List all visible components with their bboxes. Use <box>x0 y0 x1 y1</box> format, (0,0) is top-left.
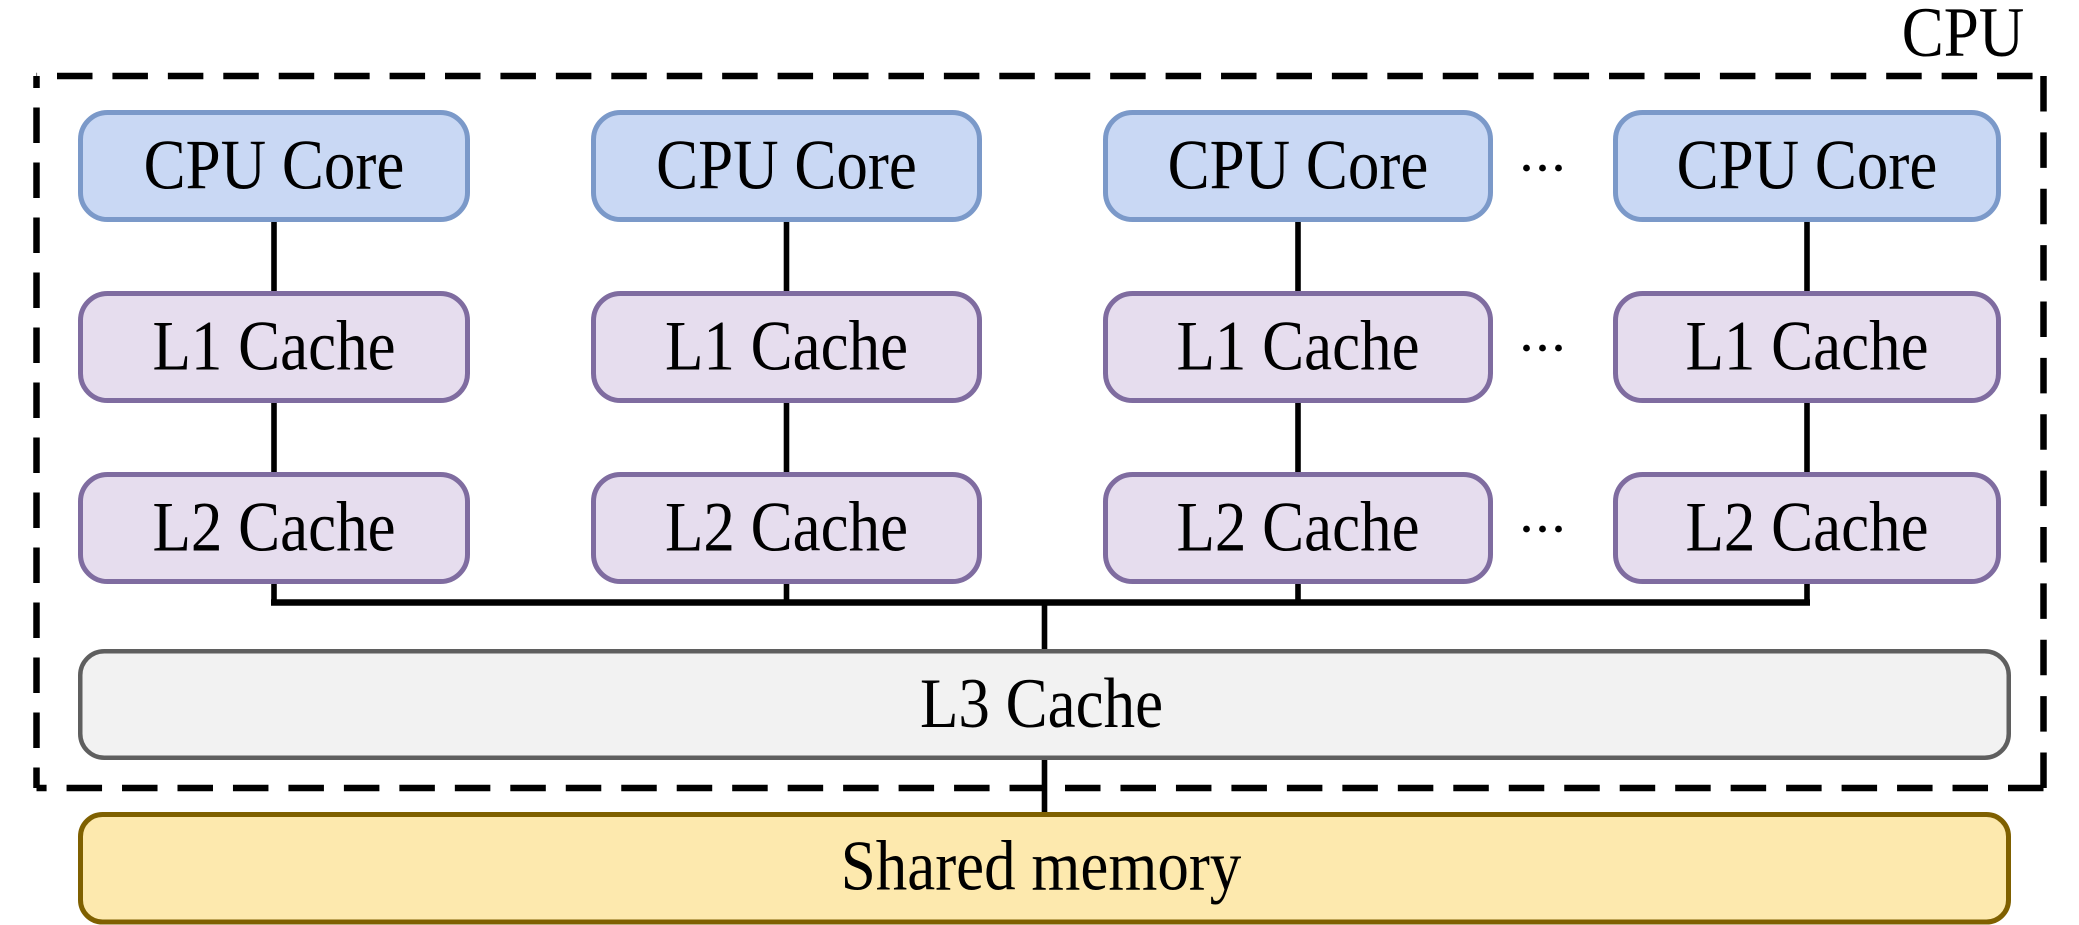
svg-text:L3 Cache: L3 Cache <box>920 665 1163 743</box>
svg-text:L2 Cache: L2 Cache <box>1176 488 1419 566</box>
svg-text:CPU Core: CPU Core <box>144 126 405 204</box>
svg-text:L2 Cache: L2 Cache <box>1685 488 1928 566</box>
svg-text:CPU Core: CPU Core <box>1677 126 1938 204</box>
svg-text:L1 Cache: L1 Cache <box>1685 307 1928 385</box>
svg-text:CPU Core: CPU Core <box>656 126 917 204</box>
svg-text:CPU Core: CPU Core <box>1168 126 1429 204</box>
svg-text:L1 Cache: L1 Cache <box>1176 307 1419 385</box>
svg-text:L1 Cache: L1 Cache <box>152 307 395 385</box>
svg-text:L2 Cache: L2 Cache <box>152 488 395 566</box>
svg-text:L2 Cache: L2 Cache <box>665 488 908 566</box>
svg-text:L1 Cache: L1 Cache <box>665 307 908 385</box>
svg-text:CPU: CPU <box>1902 0 2025 72</box>
svg-text:Shared memory: Shared memory <box>841 827 1242 905</box>
